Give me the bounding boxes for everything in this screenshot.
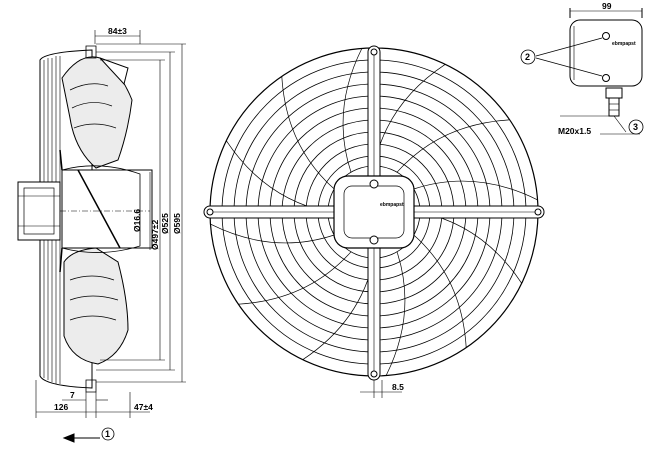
rotor-hub xyxy=(61,169,153,249)
side-view-dimensions xyxy=(35,30,186,418)
slot-dimension xyxy=(360,380,402,398)
dim-m20: M20x1.5 xyxy=(558,126,591,136)
dim-126: 126 xyxy=(54,402,68,412)
guard-spoke xyxy=(396,119,510,173)
upper-blade-tip xyxy=(99,57,129,86)
guard-spoke xyxy=(373,64,446,167)
guard-spoke xyxy=(226,140,329,213)
dim-497: Ø497±2 xyxy=(150,220,160,250)
dim-99: 99 xyxy=(602,1,612,11)
dim-7: 7 xyxy=(70,390,75,400)
screw-icon xyxy=(602,32,610,40)
guard-spoke xyxy=(385,251,406,376)
dim-84: 84±3 xyxy=(108,26,127,36)
guard-spoke xyxy=(210,223,335,244)
guard-frame xyxy=(39,49,93,389)
cable-gland xyxy=(605,87,623,99)
screw-icon xyxy=(602,74,610,82)
terminal-box-body xyxy=(569,19,643,87)
guard-spoke xyxy=(413,234,467,348)
terminal-box xyxy=(535,8,643,135)
arrow-left-icon xyxy=(62,433,100,443)
guard-spoke xyxy=(302,257,375,360)
guard-spoke xyxy=(419,211,522,284)
guard-spoke xyxy=(238,251,352,305)
front-view xyxy=(203,45,545,381)
box-logo: ebmpapst xyxy=(612,41,636,47)
callout-2-circle xyxy=(520,49,536,65)
dim-595: Ø595 xyxy=(172,213,182,234)
callout-2: 2 xyxy=(525,52,530,62)
lower-blade xyxy=(63,247,129,365)
guard-spoke xyxy=(413,180,538,201)
callout-1: 1 xyxy=(105,429,110,439)
dim-47: 47±4 xyxy=(134,402,153,412)
hub-logo: ebmpapst xyxy=(380,202,404,208)
callout-3: 3 xyxy=(633,122,638,132)
dim-8-5: 8.5 xyxy=(392,382,404,392)
front-hub xyxy=(333,175,415,249)
callout-1-circle xyxy=(101,427,115,441)
upper-blade xyxy=(61,56,133,169)
dim-525: Ø525 xyxy=(160,213,170,234)
side-view xyxy=(17,45,153,393)
callout-3-circle xyxy=(628,119,644,135)
guard-spoke xyxy=(342,48,363,173)
guard-spoke xyxy=(281,76,335,190)
dim-bore: Ø16.6 xyxy=(132,209,142,232)
